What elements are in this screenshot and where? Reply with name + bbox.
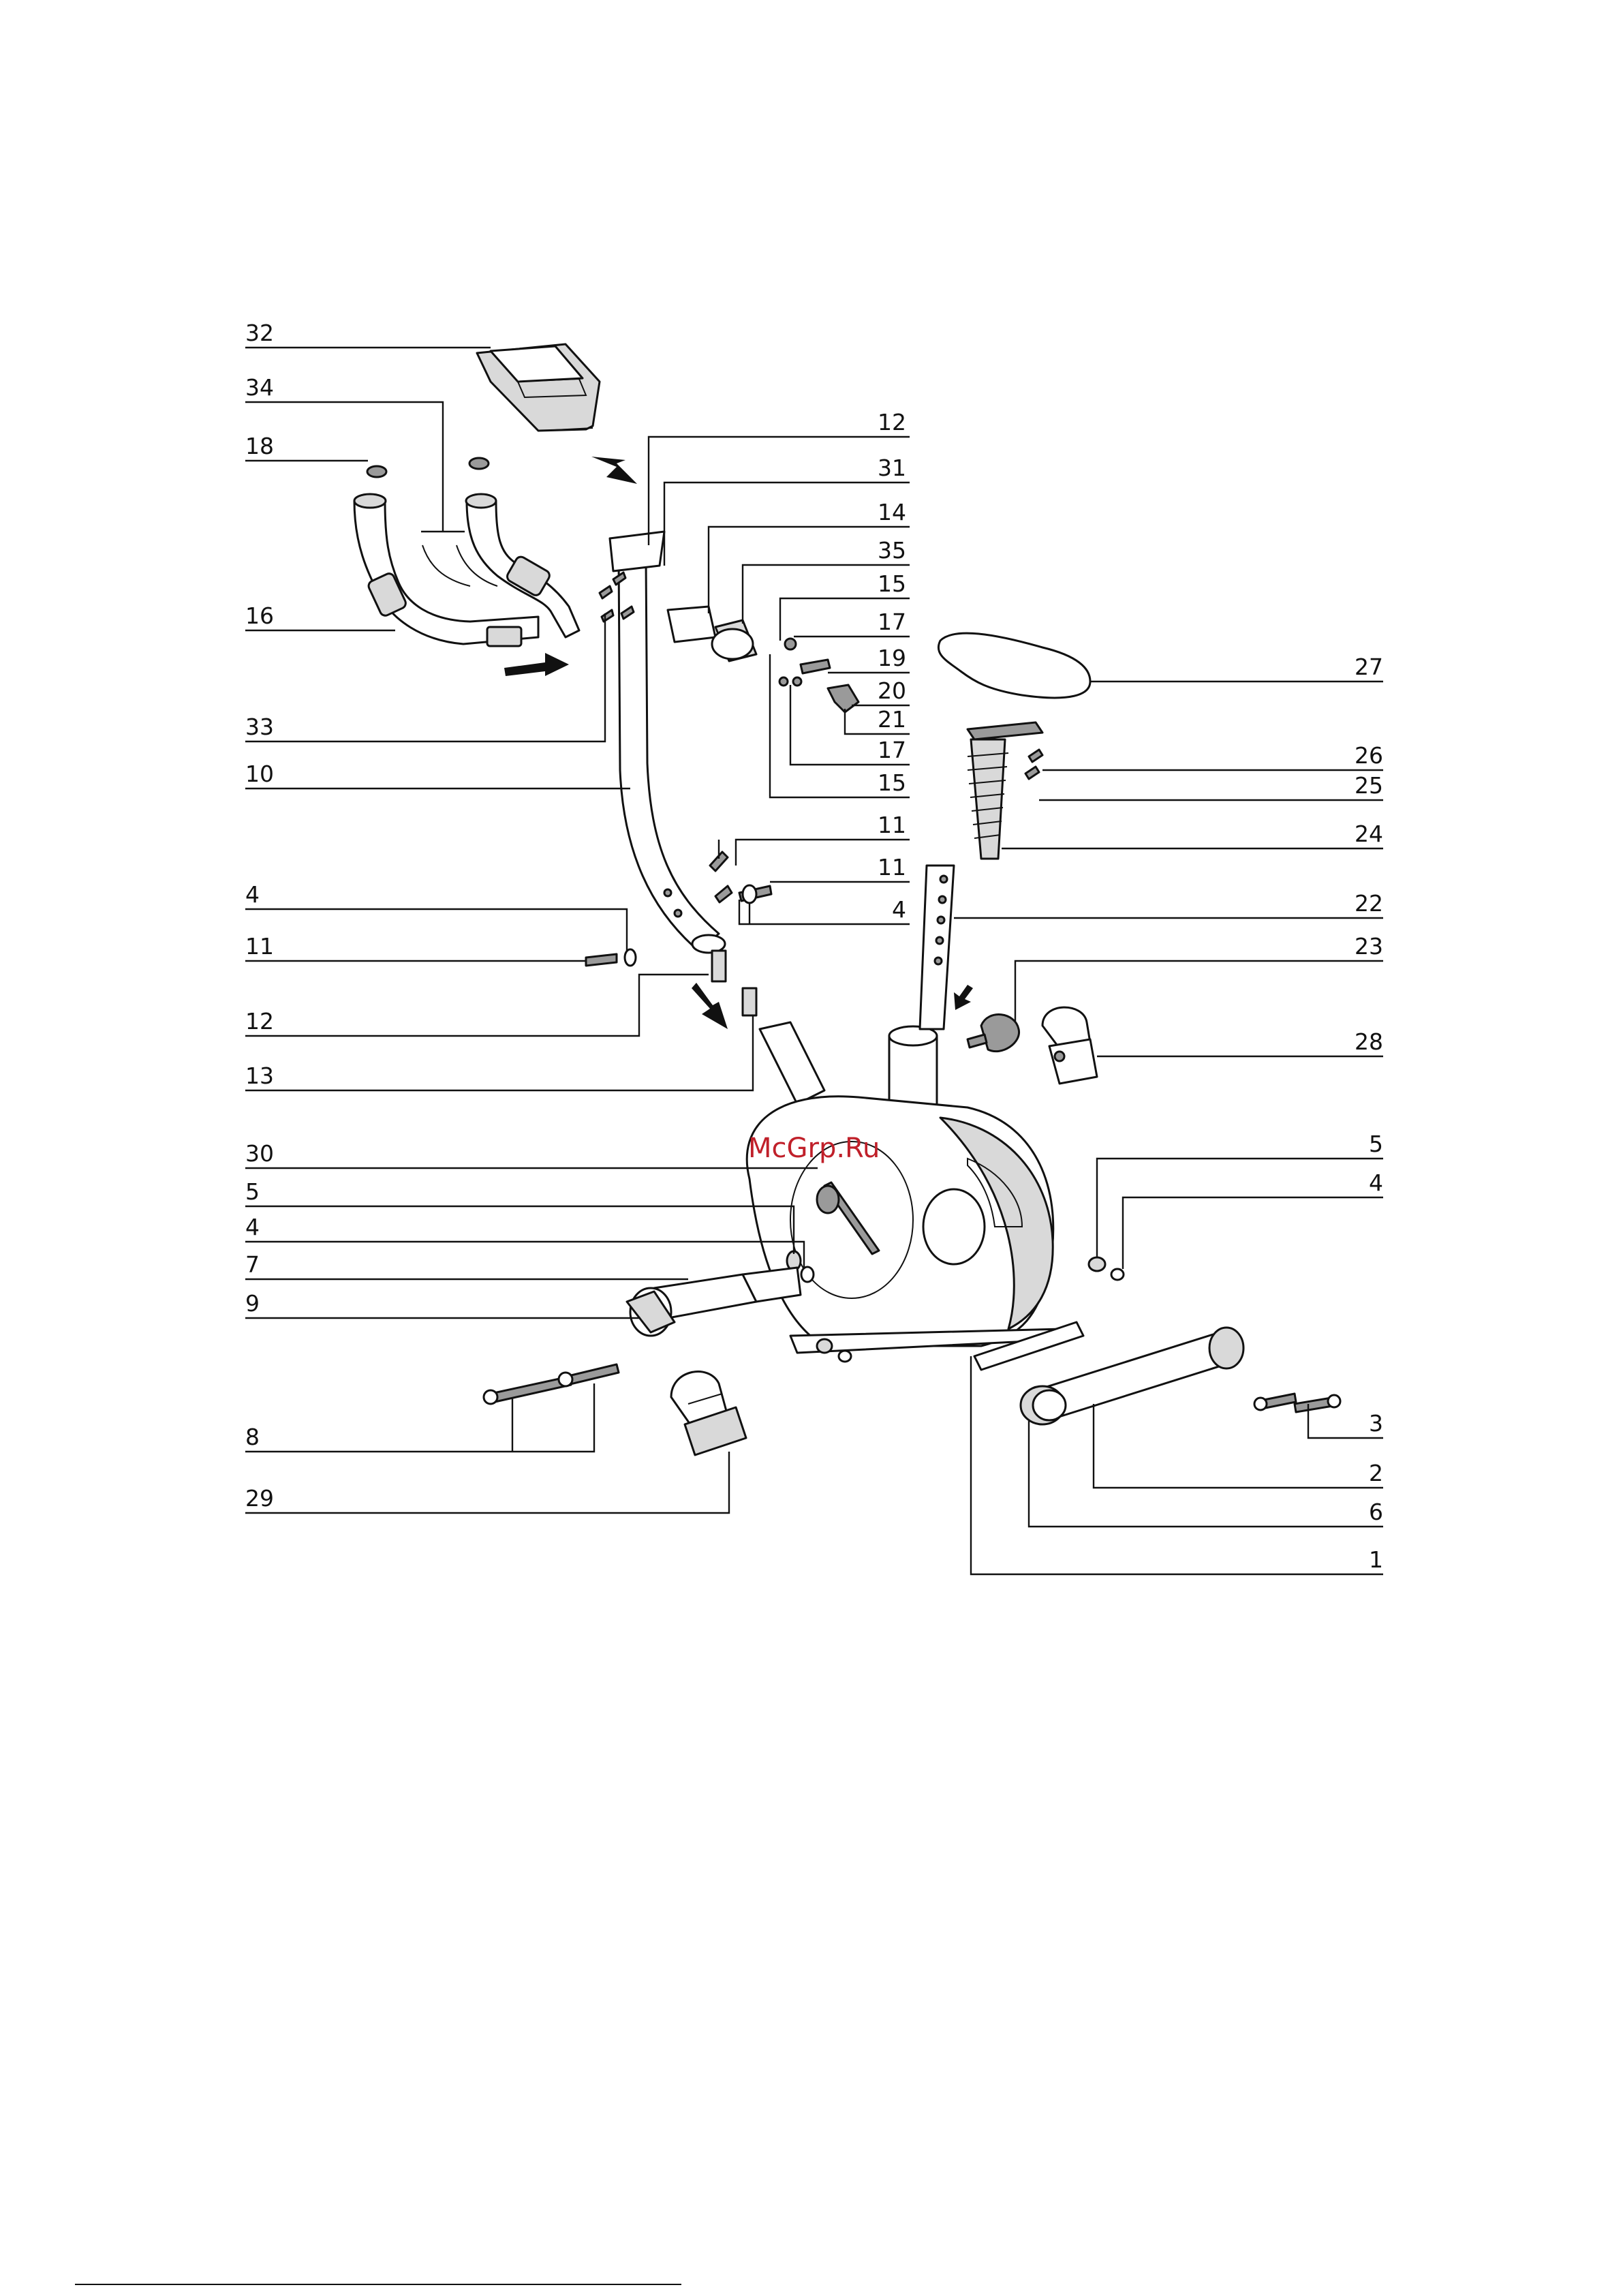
leader-lines [245,348,1383,1574]
callout-30: 30 [245,1140,274,1167]
callout-16: 16 [245,602,274,629]
callout-15-upper: 15 [878,570,906,597]
callout-34: 34 [245,374,274,401]
callout-5-left: 5 [245,1178,260,1205]
clamp-assembly-part [668,607,859,712]
arrow-handlebar-right [504,653,569,676]
callout-12-left: 12 [245,1008,274,1035]
callout-17-upper: 17 [878,609,906,635]
handlebar-part [354,458,579,646]
callout-4-right: 4 [1369,1169,1383,1196]
callout-3: 3 [1369,1410,1383,1437]
cable-connector-lower [743,988,756,1015]
callout-10: 10 [245,761,274,787]
callout-13: 13 [245,1062,274,1089]
callout-21: 21 [878,706,906,733]
callout-33: 33 [245,714,274,740]
callout-2: 2 [1369,1460,1383,1486]
callout-18: 18 [245,433,274,459]
arrow-console-down [591,457,637,484]
nut-front [817,1339,832,1353]
front-stabilizer-part [627,1268,801,1336]
nut-rear [1089,1257,1105,1271]
watermark-text: McGrp.Ru [748,1133,880,1164]
parts-drawing: McGrp.Ru [354,344,1340,1455]
callout-24: 24 [1355,821,1383,847]
rear-bolts-part [1254,1394,1340,1412]
callout-8: 8 [245,1424,260,1450]
washer-front [839,1351,851,1362]
callout-23: 23 [1355,933,1383,960]
callout-labels: 32 34 18 16 33 10 4 11 12 13 30 5 4 7 9 … [245,320,1383,1573]
callout-4-left-upper: 4 [245,881,260,908]
callout-4-left-lower: 4 [245,1214,260,1240]
callout-4-middle: 4 [892,896,906,923]
main-frame-part [747,1022,1083,1370]
callout-27: 27 [1355,654,1383,680]
washer-rear [1111,1269,1124,1280]
callout-9: 9 [245,1290,260,1317]
console-part [477,344,600,431]
cable-connector-upper [712,951,726,981]
callout-19: 19 [878,645,906,671]
callout-5-right: 5 [1369,1131,1383,1157]
arrow-post-down [692,983,728,1029]
arrow-seatpost-down [954,985,973,1010]
callout-15-lower: 15 [878,769,906,796]
pedal-part [671,1372,746,1455]
callout-11-upper: 11 [878,812,906,838]
callout-26: 26 [1355,742,1383,769]
bracket-part [1042,1007,1097,1084]
callout-32: 32 [245,320,274,346]
saddle-part [938,633,1090,739]
callout-7: 7 [245,1251,260,1278]
callout-31: 31 [878,455,906,481]
seat-post-part [920,739,1042,1029]
callout-20: 20 [878,677,906,704]
callout-35: 35 [878,537,906,564]
callout-14: 14 [878,499,906,525]
callout-1: 1 [1369,1546,1383,1573]
handlebar-post-part [610,532,725,953]
callout-6: 6 [1369,1499,1383,1525]
long-bolts-part [484,1364,619,1404]
callout-17-lower: 17 [878,737,906,763]
callout-11-left: 11 [245,933,274,960]
callout-11-lower: 11 [878,854,906,881]
adjustment-knob-part [968,1015,1019,1052]
callout-25: 25 [1355,772,1383,799]
callout-22: 22 [1355,890,1383,917]
callout-28: 28 [1355,1028,1383,1055]
callout-29: 29 [245,1485,274,1512]
callout-12-right: 12 [878,409,906,435]
